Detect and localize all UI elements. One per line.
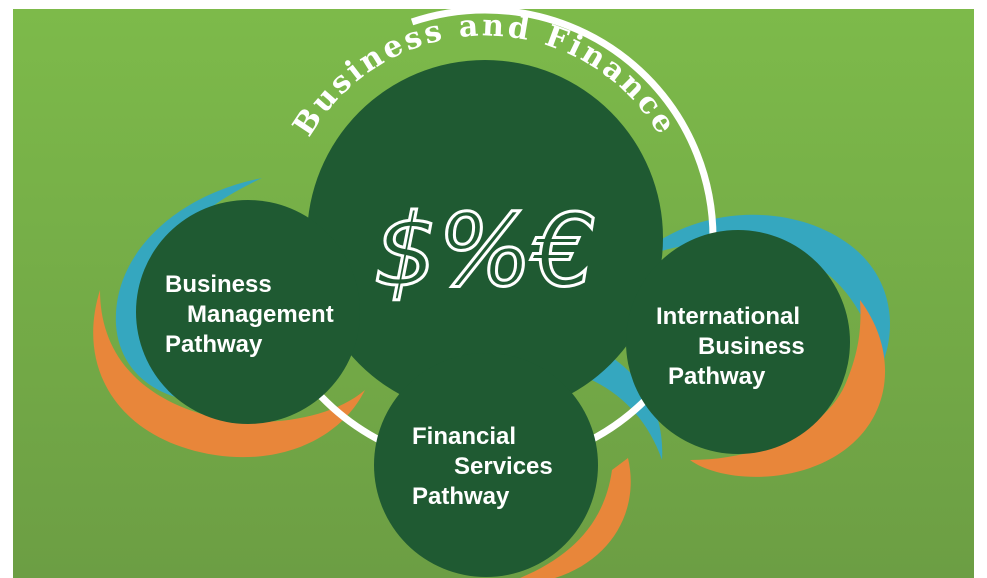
international-business-circle <box>626 230 850 454</box>
financial-services-line-2: Services <box>454 453 553 480</box>
financial-services-line-3: Pathway <box>412 483 510 510</box>
international-business-line-1: International <box>656 303 801 330</box>
business-management-label: Business Management Pathway <box>165 270 334 360</box>
left-orange-swirl <box>93 290 365 458</box>
business-management-line-1: Business <box>165 271 272 298</box>
right-blue-swirl <box>632 214 890 370</box>
international-business-line-2: Business <box>698 333 805 360</box>
international-business-line-3: Pathway <box>668 363 766 390</box>
business-management-line-2: Management <box>187 301 334 328</box>
international-business-label: International Business Pathway <box>656 302 805 392</box>
bottom-orange-swirl <box>520 458 631 578</box>
center-circle <box>307 60 663 416</box>
financial-services-circle <box>374 353 598 577</box>
financial-services-line-1: Financial <box>412 423 517 450</box>
business-management-circle <box>136 200 360 424</box>
center-symbols: $%€ <box>374 192 596 309</box>
financial-services-label: Financial Services Pathway <box>412 422 553 512</box>
business-management-line-3: Pathway <box>165 331 263 358</box>
right-orange-swirl <box>690 300 886 477</box>
